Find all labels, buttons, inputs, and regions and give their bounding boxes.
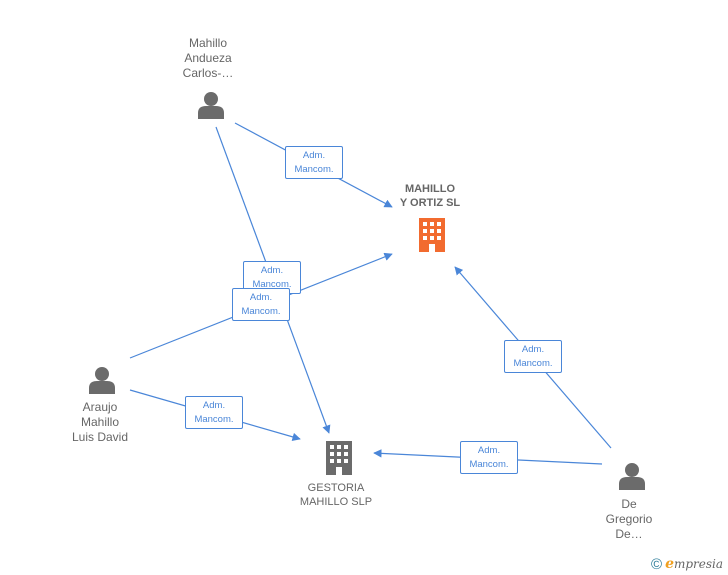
relation-label-araujo-gestoria[interactable]: Adm. Mancom. — [185, 396, 243, 429]
relation-label-degregorio-gestoria[interactable]: Adm. Mancom. — [460, 441, 518, 474]
relation-label-degregorio-main[interactable]: Adm. Mancom. — [504, 340, 562, 373]
person-icon[interactable] — [617, 462, 647, 490]
person-label-degregorio[interactable]: De Gregorio De… — [605, 497, 653, 541]
gestoria-company-label[interactable]: GESTORIA MAHILLO SLP — [299, 482, 373, 508]
copyright-icon: © — [651, 555, 663, 573]
building-icon[interactable] — [324, 441, 354, 475]
main-company-label[interactable]: MAHILLO Y ORTIZ SL — [399, 183, 461, 209]
person-icon[interactable] — [196, 91, 226, 119]
brand-logo: empresia — [665, 556, 723, 572]
brand-initial: e — [665, 556, 674, 572]
person-label-carlos[interactable]: Mahillo Andueza Carlos-… — [182, 36, 234, 80]
person-label-araujo[interactable]: Araujo Mahillo Luis David — [71, 400, 129, 444]
brand-footer: © empresia — [651, 555, 723, 573]
person-icon[interactable] — [87, 366, 117, 394]
building-icon[interactable] — [417, 218, 447, 252]
brand-name: mpresia — [673, 557, 724, 571]
relation-label-araujo-main[interactable]: Adm. Mancom. — [232, 288, 290, 321]
relation-label-carlos-main[interactable]: Adm. Mancom. — [285, 146, 343, 179]
